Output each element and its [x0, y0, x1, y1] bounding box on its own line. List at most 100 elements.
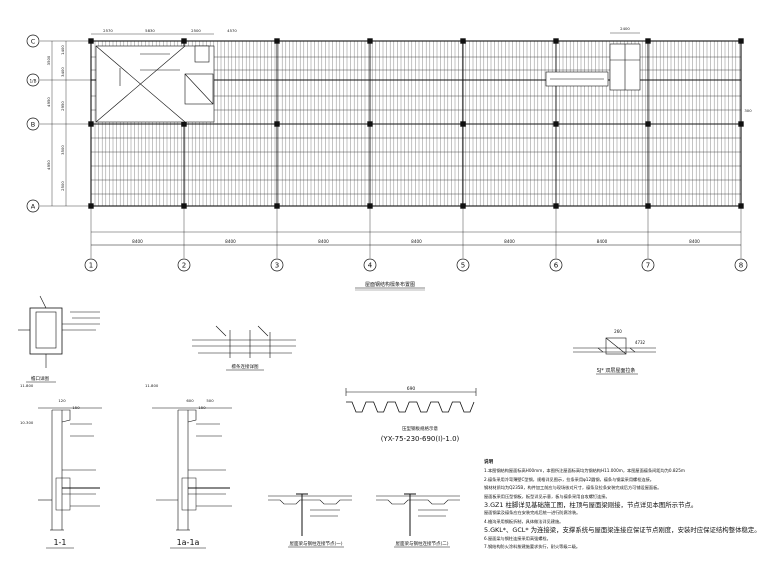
section-1a-dim-b: 500 [206, 398, 214, 403]
left-dimension: 3500 [60, 145, 65, 155]
axis-bubble [549, 258, 563, 272]
note-line-5: 3.GZ1 柱脚详见基础施工图，柱顶与屋面梁刚接，节点详见本图所示节点。 [484, 501, 698, 510]
left-dimension: 3400 [60, 67, 65, 77]
column-mark [738, 203, 744, 209]
bay-dimension: 8400 [225, 239, 236, 244]
sj-dim-1: 260 [614, 329, 622, 334]
purlin-detail-title: 檩条连接详图 [232, 363, 259, 370]
column-mark [367, 121, 373, 127]
roof-opening-right [545, 43, 641, 91]
deck-title: 压型钢板规格示意 [402, 425, 438, 432]
parapet-detail-title: 檐口详图 [31, 375, 49, 382]
section-1a-elev-top: 11.800 [145, 383, 159, 388]
plan-title: 屋面钢结构檩条布置图 [365, 281, 415, 288]
top-dimension: 5830 [145, 28, 155, 33]
bay-dimension: 8400 [504, 239, 515, 244]
axis-bubble [363, 258, 377, 272]
column-mark [553, 38, 559, 44]
top-dimension: 2400 [620, 26, 630, 31]
note-line-8: 5.GKL*、GCL* 为连接梁，支撑系统与屋面梁连接应保证节点刚度，安装时应保… [484, 526, 761, 535]
axis-bubble [177, 258, 191, 272]
steel-columns [88, 38, 744, 209]
opening-area [95, 45, 215, 123]
axis-label-x: 5 [461, 262, 465, 270]
bay-dimension: 8400 [318, 239, 329, 244]
column-mark [181, 203, 187, 209]
column-mark [274, 203, 280, 209]
axis-bubble [456, 258, 470, 272]
beam-joint-2-title: 屋面梁与钢柱连接节点(二) [395, 540, 448, 547]
axis-label-x: 7 [646, 262, 650, 270]
column-mark [460, 38, 466, 44]
section-1a-title: 1a-1a [177, 538, 200, 547]
right-dimension: 300 [744, 108, 752, 113]
column-mark [181, 121, 187, 127]
axis-label-x: 4 [368, 262, 373, 270]
column-mark [460, 203, 466, 209]
roof-framing-plan [88, 38, 744, 209]
column-mark [274, 38, 280, 44]
column-mark [367, 203, 373, 209]
section-1a-1a [152, 407, 232, 531]
section-1-dim-b: 150 [72, 405, 80, 410]
section-1-title: 1-1 [53, 538, 66, 547]
axis-bubble [641, 258, 655, 272]
beam-joint-detail-1 [268, 493, 352, 536]
axis-label-x: 3 [275, 262, 279, 270]
section-1a-dim-a: 600 [186, 398, 194, 403]
note-line-6: 屋面钢梁及檩条应在安装完成后统一进行防腐涂装。 [484, 510, 581, 516]
left-dimension: 3500 [46, 55, 51, 65]
axis-label-y: A [31, 202, 36, 210]
parapet-detail [18, 295, 100, 368]
left-dimension: 4950 [46, 160, 51, 170]
deck-model: (YX-75-230-690(I)-1.0) [381, 435, 460, 443]
bay-dimension: 8400 [411, 239, 422, 244]
column-mark [738, 38, 744, 44]
column-mark [460, 121, 466, 127]
axis-bubble [26, 34, 40, 48]
axis-label-x: 8 [739, 262, 743, 270]
left-dimension: 4950 [46, 97, 51, 107]
beam-joint-1-title: 屋面梁与钢柱连接节点(一) [289, 540, 342, 547]
note-line-2: 2.檩条采用冷弯薄壁C型钢，规格详见图示，拉条采用φ12圆钢，檩条与钢梁采用螺栓… [484, 476, 654, 482]
notes-title: 说明 [484, 460, 494, 465]
note-line-3: 钢材材质均为Q235B，构件加工前应与现场核对尺寸，檩条及拉条安装完成后方可铺设… [484, 485, 662, 491]
axis-label-x: 6 [554, 262, 559, 270]
top-dimension: 2570 [103, 28, 113, 33]
deck-span-dim: 690 [407, 386, 416, 392]
general-notes: 说明 1.本图钢结构屋面标高H00mm，本图所注屋面标高均为钢结构H11.000… [484, 459, 761, 551]
section-1a-dim-c: 150 [198, 405, 206, 410]
sj-detail [573, 337, 656, 355]
axis-bubble [26, 117, 40, 131]
sj-dim-2: 4732 [635, 340, 646, 345]
column-mark [645, 203, 651, 209]
axis-label-y: B [31, 120, 35, 128]
bay-dimension: 8400 [597, 239, 608, 244]
section-1-dim-a: 120 [58, 398, 66, 403]
sj-detail-title: SJ* 双层屋面拉条 [597, 367, 636, 374]
note-line-4: 屋面板采用压型钢板，板型详见示意，板与檩条采用自攻螺钉连接。 [484, 493, 610, 499]
column-mark [645, 121, 651, 127]
column-mark [181, 38, 187, 44]
axis-grid: 184002840038400484005840068400784008C1/B… [26, 26, 752, 272]
bay-dimension: 8400 [132, 239, 143, 244]
bay-dimension: 8400 [689, 239, 700, 244]
axis-label-x: 2 [182, 262, 186, 270]
column-mark [645, 38, 651, 44]
axis-bubble [26, 73, 40, 87]
section-1-elev-mid: 10.300 [20, 420, 34, 425]
axis-label-y: 1/B [30, 78, 37, 83]
axis-label-y: C [31, 37, 36, 45]
axis-bubble [26, 199, 40, 213]
axis-bubble [270, 258, 284, 272]
column-mark [274, 121, 280, 127]
column-mark [738, 121, 744, 127]
top-dimension: 2500 [191, 28, 201, 33]
top-dimension: 4570 [227, 28, 237, 33]
axis-bubble [734, 258, 748, 272]
note-line-7: 4.檐沟采用钢板折制，具体做法详见建施。 [484, 518, 564, 524]
column-mark [553, 121, 559, 127]
purlin-connection-detail [192, 325, 296, 358]
axis-bubble [84, 258, 98, 272]
